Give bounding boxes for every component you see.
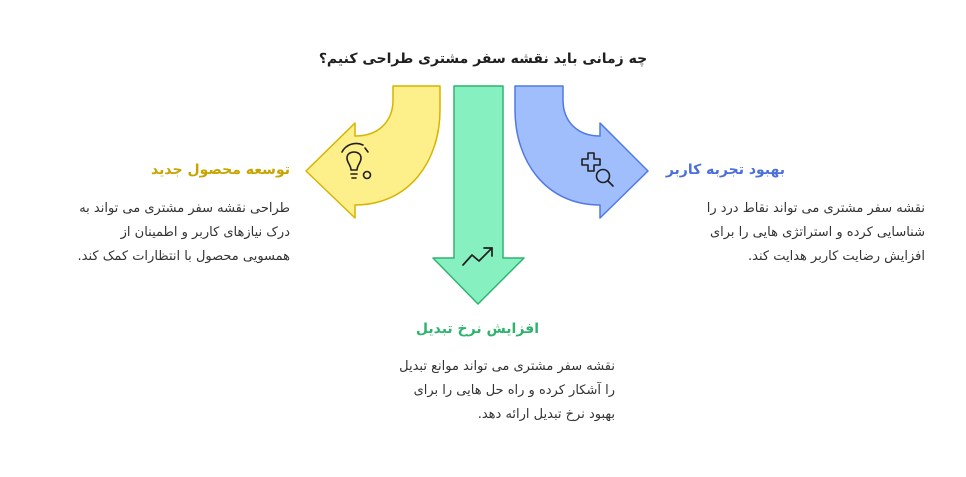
center-arrow (432, 85, 525, 305)
center-description-line: نقشه سفر مشتری می تواند موانع تبدیل (399, 359, 615, 374)
center-heading: افزایش نرخ تبدیل (415, 321, 539, 337)
right-arrow (514, 85, 649, 219)
trend-up-icon (462, 247, 493, 266)
left-arrow (305, 85, 441, 219)
left-description-line: همسویی محصول با انتظارات کمک کند. (77, 249, 290, 264)
right-description-line: شناسایی کرده و استراتژی هایی را برای (709, 225, 925, 240)
lightbulb-idea-icon (341, 142, 372, 180)
left-heading: توسعه محصول جدید (151, 162, 290, 178)
left-description-line: طراحی نقشه سفر مشتری می تواند به (79, 201, 290, 216)
left-description: طراحی نقشه سفر مشتری می تواند به درک نیا… (78, 197, 290, 269)
first-aid-search-icon (581, 152, 614, 187)
diagram-title: چه زمانی باید نقشه سفر مشتری طراحی کنیم؟ (318, 51, 648, 67)
right-description: نقشه سفر مشتری می تواند نقاط درد را شناس… (707, 197, 925, 269)
right-description-line: نقشه سفر مشتری می تواند نقاط درد را (706, 201, 925, 216)
center-description: نقشه سفر مشتری می تواند موانع تبدیل را آ… (399, 355, 615, 427)
right-heading: بهبود تجربه کاربر (665, 162, 785, 178)
center-description-line: را آشکار کرده و راه حل هایی را برای (413, 383, 615, 398)
left-description-line: درک نیازهای کاربر و اطمینان از (120, 225, 290, 240)
center-description-line: بهبود نرخ تبدیل ارائه دهد. (477, 407, 615, 422)
right-description-line: افزایش رضایت کاربر هدایت کند. (748, 249, 925, 264)
